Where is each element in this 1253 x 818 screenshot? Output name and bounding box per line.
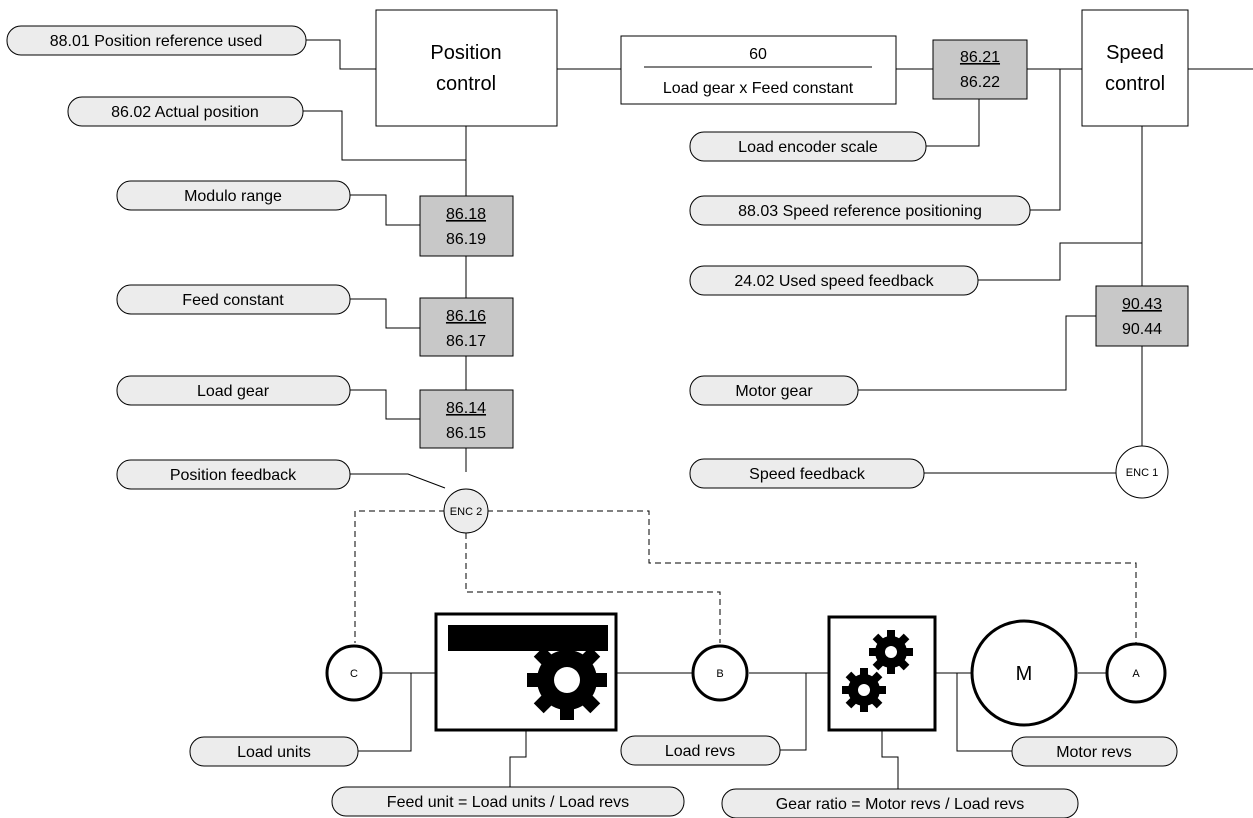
speed-control-label-1: Speed <box>1106 42 1164 64</box>
position-control-label-1: Position <box>430 42 501 64</box>
position-feedback-label: Position feedback <box>170 467 297 484</box>
param-box-86-14: 86.14 86.15 <box>419 389 514 449</box>
pill-load-revs: Load revs <box>620 735 781 766</box>
motor-label: M <box>1016 663 1033 685</box>
pill-feed-unit-formula: Feed unit = Load units / Load revs <box>331 786 685 817</box>
load-units-label: Load units <box>237 744 311 761</box>
motor-node: M <box>970 619 1078 727</box>
pill-gear-ratio-formula: Gear ratio = Motor revs / Load revs <box>721 788 1079 818</box>
actual-position-label: 86.02 Actual position <box>111 104 259 121</box>
param-86-21: 86.21 <box>960 49 1000 66</box>
fraction-numerator: 60 <box>749 46 767 63</box>
speed-control-label-2: control <box>1105 73 1165 95</box>
encoder-2-label: ENC 2 <box>450 506 482 518</box>
gearbox-gear-upper-icon <box>869 630 913 674</box>
motor-gear-label: Motor gear <box>735 383 813 400</box>
pill-load-encoder-scale: Load encoder scale <box>689 131 927 162</box>
encoder-1-label: ENC 1 <box>1126 467 1158 479</box>
param-86-19: 86.19 <box>446 231 486 248</box>
point-a-label: A <box>1132 668 1140 680</box>
load-revs-label: Load revs <box>665 743 735 760</box>
feed-unit-formula-label: Feed unit = Load units / Load revs <box>387 794 629 811</box>
param-86-16: 86.16 <box>446 308 486 325</box>
point-b-label: B <box>716 668 723 680</box>
point-c-label: C <box>350 668 358 680</box>
conversion-fraction-block: 60 Load gear x Feed constant <box>620 35 897 105</box>
point-b-node: B <box>691 644 749 702</box>
motor-revs-label: Motor revs <box>1056 744 1132 761</box>
pill-actual-position: 86.02 Actual position <box>67 96 304 127</box>
connector-lines <box>303 39 1253 790</box>
param-box-90-43: 90.43 90.44 <box>1095 285 1189 347</box>
pill-load-units: Load units <box>189 736 359 767</box>
load-gear-label: Load gear <box>197 383 270 400</box>
pill-modulo-range: Modulo range <box>116 180 351 211</box>
param-86-18: 86.18 <box>446 206 486 223</box>
pill-motor-revs: Motor revs <box>1011 736 1178 767</box>
pill-speed-feedback: Speed feedback <box>689 458 925 489</box>
encoder-dashed-links <box>354 510 1137 643</box>
modulo-range-label: Modulo range <box>184 188 282 205</box>
position-control-block: Position control <box>375 9 558 127</box>
fraction-denominator: Load gear x Feed constant <box>663 80 854 97</box>
pill-speed-ref-positioning: 88.03 Speed reference positioning <box>689 195 1031 226</box>
feed-constant-label: Feed constant <box>182 292 284 309</box>
pos-ref-used-label: 88.01 Position reference used <box>50 33 263 50</box>
param-86-17: 86.17 <box>446 333 486 350</box>
param-90-43: 90.43 <box>1122 296 1162 313</box>
param-90-44: 90.44 <box>1122 321 1162 338</box>
pill-pos-ref-used: 88.01 Position reference used <box>6 25 307 56</box>
encoder-1-node: ENC 1 <box>1115 445 1169 499</box>
param-box-86-16: 86.16 86.17 <box>419 297 514 357</box>
point-a-node: A <box>1105 642 1167 704</box>
pill-feed-constant: Feed constant <box>116 284 351 315</box>
gear-ratio-formula-label: Gear ratio = Motor revs / Load revs <box>776 796 1025 813</box>
pill-position-feedback: Position feedback <box>116 459 351 490</box>
param-86-15: 86.15 <box>446 425 486 442</box>
speed-control-block: Speed control <box>1081 9 1189 127</box>
used-speed-feedback-label: 24.02 Used speed feedback <box>734 273 934 290</box>
point-c-node: C <box>325 644 383 702</box>
encoder-2-node: ENC 2 <box>443 488 489 534</box>
pill-used-speed-feedback: 24.02 Used speed feedback <box>689 265 979 296</box>
speed-feedback-label: Speed feedback <box>749 466 866 483</box>
gearbox-icon <box>827 615 937 732</box>
param-86-14: 86.14 <box>446 400 486 417</box>
speed-ref-positioning-label: 88.03 Speed reference positioning <box>738 203 982 220</box>
pill-motor-gear: Motor gear <box>689 375 859 406</box>
param-86-22: 86.22 <box>960 74 1000 91</box>
param-box-86-21: 86.21 86.22 <box>932 39 1028 100</box>
feed-unit-machine-icon <box>434 612 618 732</box>
load-encoder-scale-label: Load encoder scale <box>738 139 878 156</box>
gearbox-gear-lower-icon <box>842 668 886 712</box>
param-box-86-18: 86.18 86.19 <box>419 195 514 257</box>
position-control-label-2: control <box>436 73 496 95</box>
machine-gear-icon <box>527 640 607 720</box>
pill-load-gear: Load gear <box>116 375 351 406</box>
